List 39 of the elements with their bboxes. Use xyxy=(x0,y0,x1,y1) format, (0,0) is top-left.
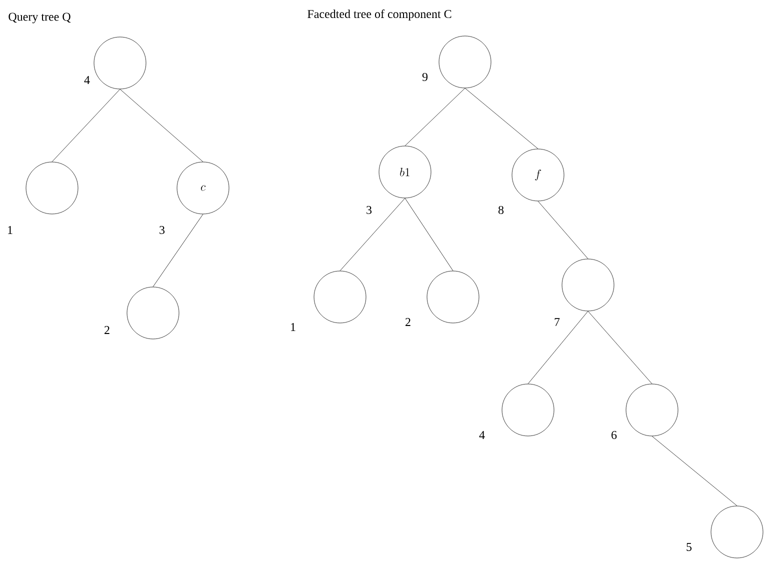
number-label: 5 xyxy=(686,543,692,551)
number-label: 1 xyxy=(291,323,296,331)
number-label: 8 xyxy=(498,206,504,214)
tree-edge xyxy=(528,311,588,384)
tree-node-circle xyxy=(26,162,78,214)
tree-node-circle xyxy=(502,384,554,436)
number-label: 2 xyxy=(104,326,110,334)
tree-node-circle xyxy=(314,270,366,324)
tree-title: Facedted tree of component C xyxy=(308,10,452,20)
tree-node-circle xyxy=(562,258,614,312)
tree-node-circle xyxy=(94,36,146,90)
tree-node-circle xyxy=(438,36,492,88)
tree-edge xyxy=(152,214,204,287)
tree-edge xyxy=(652,436,738,506)
tree-node-circle xyxy=(126,286,180,340)
labeled-tree-node: $b1$ xyxy=(378,146,432,198)
number-label: 6 xyxy=(612,430,617,440)
tree-edge xyxy=(404,198,454,271)
tree-node-circle xyxy=(710,506,764,558)
number-label: 4 xyxy=(479,431,485,439)
labeled-tree-node: $f$ xyxy=(512,148,564,202)
tree-edge xyxy=(120,89,204,162)
number-label: 3 xyxy=(160,226,165,234)
number-label: 7 xyxy=(554,318,560,326)
number-label: 4 xyxy=(84,76,90,84)
tree-edge xyxy=(588,311,652,384)
tree-title: Query tree Q xyxy=(8,12,71,24)
tree-edge xyxy=(464,88,538,149)
number-label: 3 xyxy=(366,206,372,214)
number-label: 2 xyxy=(406,318,410,326)
number-label: 9 xyxy=(422,72,428,82)
tree-node-circle xyxy=(426,270,480,324)
tree-node-circle xyxy=(626,384,678,436)
tree-edge xyxy=(538,201,588,259)
tree-edge xyxy=(340,198,406,271)
tree-edge xyxy=(52,89,120,162)
number-label: 1 xyxy=(8,226,12,234)
labeled-tree-node: $c$ xyxy=(176,162,230,214)
tree-edge xyxy=(404,88,466,146)
